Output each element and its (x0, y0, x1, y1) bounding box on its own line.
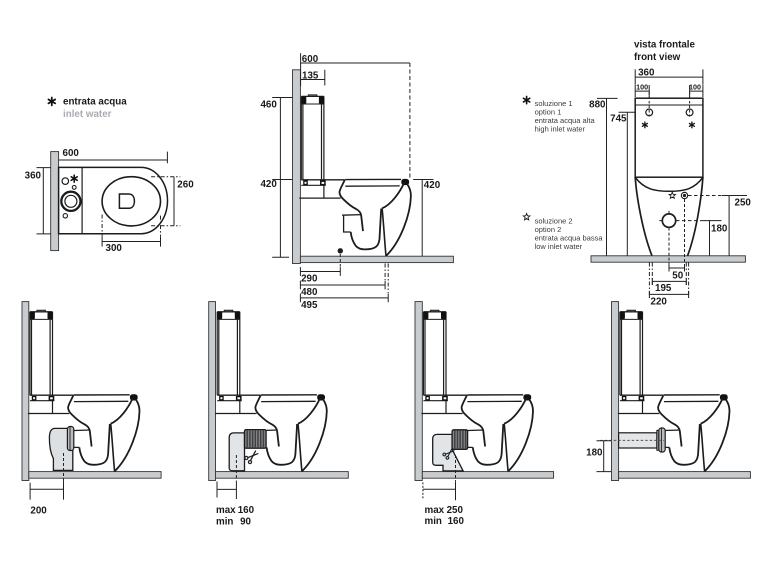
svg-text:135: 135 (302, 70, 319, 81)
svg-text:460: 460 (260, 100, 277, 111)
svg-text:290: 290 (301, 273, 318, 284)
svg-text:100: 100 (689, 83, 701, 92)
svg-text:180: 180 (711, 224, 728, 235)
svg-text:420: 420 (424, 180, 441, 191)
svg-text:250: 250 (735, 198, 752, 209)
svg-text:300: 300 (106, 243, 123, 254)
svg-text:entrata acqua: entrata acqua (63, 97, 127, 108)
svg-text:220: 220 (651, 297, 668, 308)
svg-text:360: 360 (638, 68, 655, 79)
svg-text:200: 200 (30, 506, 47, 517)
svg-text:entrata acqua bassa: entrata acqua bassa (535, 234, 604, 243)
svg-text:entrata acqua alta: entrata acqua alta (535, 116, 596, 125)
svg-text:min: min (216, 517, 233, 528)
svg-text:495: 495 (301, 300, 318, 311)
svg-text:inlet water: inlet water (63, 109, 112, 120)
svg-text:420: 420 (260, 179, 277, 190)
svg-text:vista frontale: vista frontale (634, 40, 696, 51)
svg-text:100: 100 (636, 83, 648, 92)
svg-text:max: max (216, 505, 236, 516)
svg-text:260: 260 (177, 180, 194, 191)
svg-text:745: 745 (610, 114, 627, 125)
svg-text:160: 160 (448, 516, 465, 527)
svg-text:min: min (425, 516, 442, 527)
svg-text:front view: front view (634, 52, 681, 63)
svg-text:880: 880 (589, 100, 606, 111)
svg-text:600: 600 (302, 54, 319, 65)
svg-text:option 2: option 2 (535, 225, 562, 234)
svg-text:soluzione 2: soluzione 2 (535, 217, 573, 226)
svg-text:160: 160 (238, 505, 255, 516)
svg-text:600: 600 (63, 148, 80, 159)
svg-text:180: 180 (586, 447, 603, 458)
svg-text:low inlet water: low inlet water (535, 242, 583, 251)
svg-text:max: max (425, 505, 445, 516)
svg-text:195: 195 (655, 283, 672, 294)
svg-text:high inlet water: high inlet water (535, 125, 586, 134)
svg-text:480: 480 (301, 287, 318, 298)
svg-text:option 1: option 1 (535, 108, 562, 117)
svg-text:90: 90 (240, 517, 251, 528)
svg-text:360: 360 (25, 171, 42, 182)
svg-text:soluzione 1: soluzione 1 (535, 99, 573, 108)
svg-text:50: 50 (672, 270, 683, 281)
svg-text:250: 250 (447, 505, 464, 516)
